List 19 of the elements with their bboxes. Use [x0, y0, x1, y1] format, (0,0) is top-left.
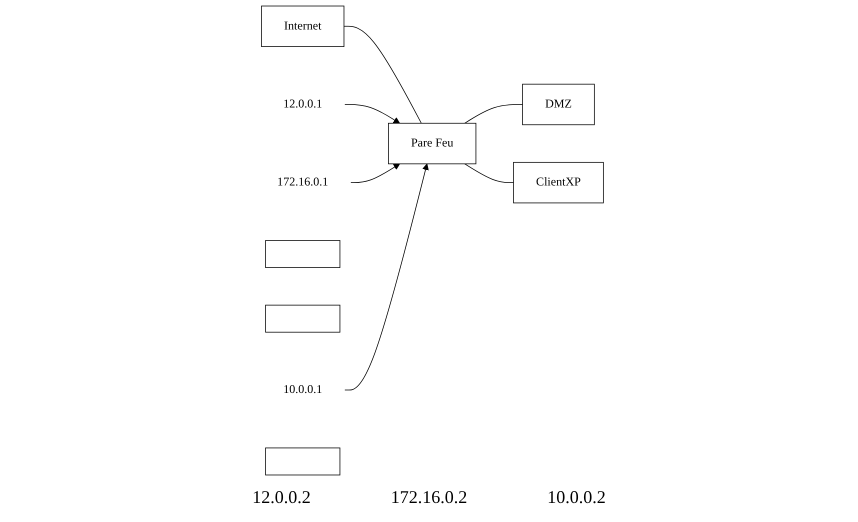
ip-address-label: 10.0.0.2 [547, 487, 606, 508]
arrow [350, 164, 400, 183]
node-box: Internet [261, 6, 344, 47]
node-box: DMZ [522, 84, 595, 126]
arrow [344, 104, 400, 124]
connector [464, 163, 514, 183]
node-bar [265, 240, 340, 268]
node-box: Pare Feu [388, 122, 476, 164]
ip-address-label: 12.0.0.2 [252, 487, 311, 508]
node-bar [265, 304, 340, 333]
node-text: 12.0.0.1 [283, 98, 322, 110]
ip-address-label: 172.16.0.2 [390, 487, 468, 508]
node-text: 10.0.0.1 [283, 383, 322, 396]
node-bar [265, 448, 340, 476]
arrow [344, 164, 429, 390]
connector [344, 26, 422, 124]
connector [464, 104, 523, 124]
node-text: 172.16.0.1 [277, 176, 328, 189]
node-box: ClientXP [513, 162, 604, 204]
